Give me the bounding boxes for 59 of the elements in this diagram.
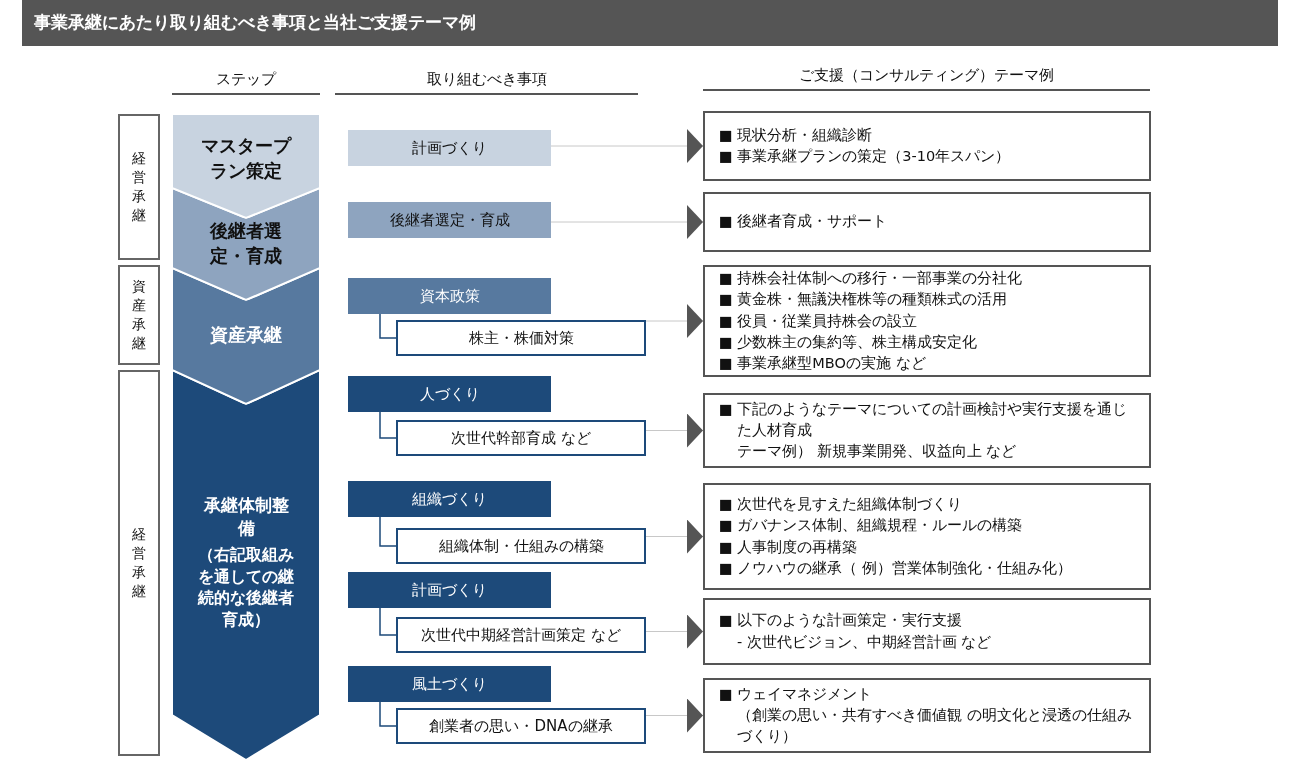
theme-box <box>703 393 1151 468</box>
theme-box <box>703 265 1151 377</box>
theme-text: - 次世代ビジョン、中期経営計画 など <box>736 632 993 652</box>
arrow <box>645 614 704 649</box>
title-bar: 事業承継にあたり取り組むべき事項と当社ご支援テーマ例 <box>22 0 1278 46</box>
bullet-item: ■ 事業承継型MBOの実施 など <box>719 353 927 373</box>
step-item-box: 風土づくり <box>348 666 551 702</box>
step-item-box: 組織づくり <box>348 481 551 517</box>
sub-item-box: 組織体制・仕組みの構築 <box>396 528 646 564</box>
column-header: 取り組むべき事項 <box>335 70 638 95</box>
bullet-item: ■ 下記のようなテーマについての計画検討や実行支援を通じた人材育成 <box>719 399 1129 440</box>
bullet-item: ■ 役員・従業員持株会の設立 <box>719 311 919 331</box>
connector-line <box>379 313 397 339</box>
bullet-item: ■ 次世代を見すえた組織体制づくり <box>719 495 964 515</box>
bullet-item: ■ 後継者育成・サポート <box>719 212 889 232</box>
theme-text: テーマ例） 新規事業開発、収益向上 など <box>736 442 1018 461</box>
column-header: ご支援（コンサルティング）テーマ例 <box>703 66 1150 91</box>
connector-line <box>379 607 397 636</box>
sub-item-box: 創業者の思い・DNAの継承 <box>396 708 646 744</box>
arrow <box>550 205 704 239</box>
arrow <box>645 304 704 338</box>
arrow <box>645 413 704 448</box>
side-band: 経営承継 <box>118 370 160 756</box>
step-item-box: 人づくり <box>348 376 551 412</box>
connector-line <box>379 516 397 547</box>
bullet-item: ■ ノウハウの継承（ 例）営業体制強化・仕組み化） <box>719 558 1073 578</box>
bullet-item: ■ ウェイマネジメント <box>719 684 874 704</box>
bullet-item: ■ 少数株主の集約等、株主構成安定化 <box>719 332 979 352</box>
step-item-box: 計画づくり <box>348 130 551 166</box>
sub-item-box: 次世代幹部育成 など <box>396 420 646 456</box>
connector-line <box>379 701 397 727</box>
arrow <box>645 698 704 733</box>
theme-text: （創業の思い・共有すべき価値観 の明文化と浸透の仕組みづくり） <box>736 706 1133 746</box>
bullet-item: ■ 以下のような計画策定・実行支援 <box>719 611 964 631</box>
bullet-item: ■ 事業承継プランの策定（3-10年スパン） <box>719 147 1012 166</box>
bullet-item: ■ ガバナンス体制、組織規程・ルールの構築 <box>719 516 1024 536</box>
side-band: 経営承継 <box>118 114 160 260</box>
theme-box <box>703 483 1151 590</box>
chevron-step: 資産承継 <box>172 268 320 404</box>
theme-box <box>703 192 1151 252</box>
bullet-item: ■ 人事制度の再構築 <box>719 537 859 557</box>
theme-box <box>703 111 1151 181</box>
sub-item-box: 次世代中期経営計画策定 など <box>396 617 646 653</box>
bullet-item: ■ 現状分析・組織診断 <box>719 126 874 145</box>
chevron-step: 承継体制整備 （右記取組みを通しての継続的な後継者育成） <box>172 370 320 760</box>
bullet-item: ■ 持株会社体制への移行・一部事業の分社化 <box>719 269 1024 289</box>
arrow <box>550 129 704 163</box>
side-band: 資産承継 <box>118 265 160 365</box>
step-item-box: 計画づくり <box>348 572 551 608</box>
connector-line <box>379 411 397 439</box>
theme-box <box>703 598 1151 665</box>
column-header: ステップ <box>172 70 320 95</box>
step-item-box: 後継者選定・育成 <box>348 202 551 238</box>
arrow <box>645 519 704 554</box>
step-item-box: 資本政策 <box>348 278 551 314</box>
sub-item-box: 株主・株価対策 <box>396 320 646 356</box>
theme-box <box>703 678 1151 753</box>
chevron-step: マスタープラン策定 <box>172 114 320 218</box>
bullet-item: ■ 黄金株・無議決権株等の種類株式の活用 <box>719 290 1009 310</box>
